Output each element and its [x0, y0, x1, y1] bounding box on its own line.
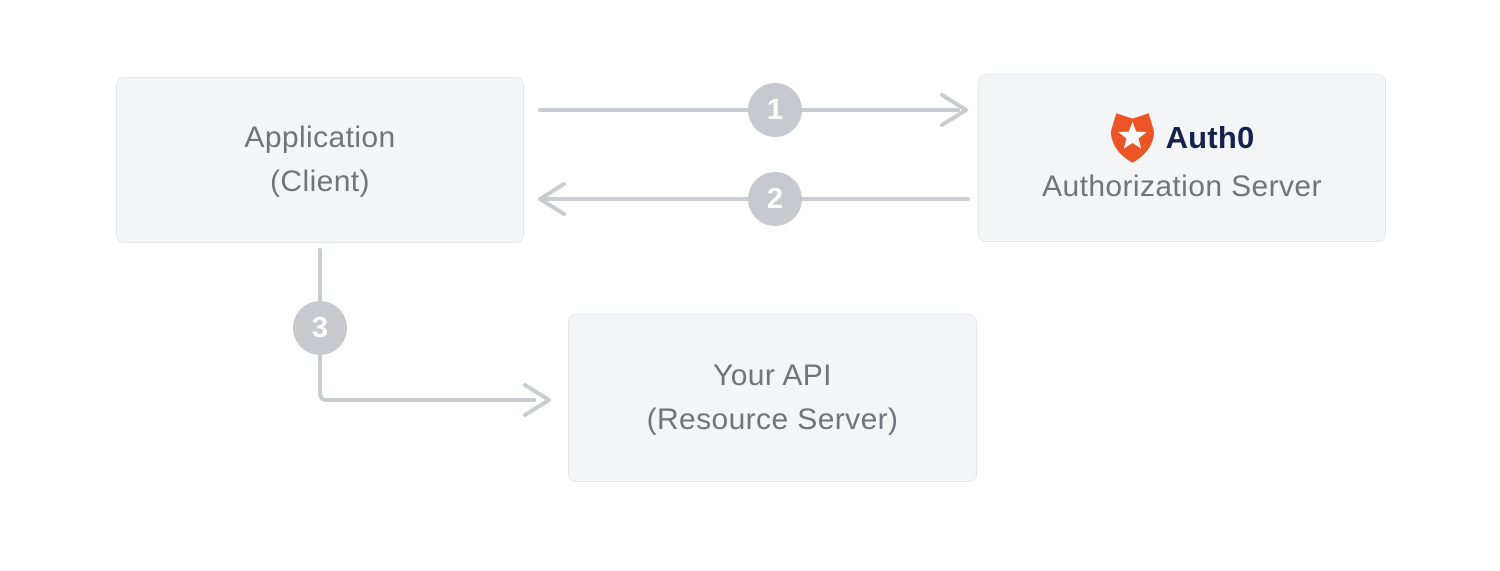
api-box-subtitle: (Resource Server) — [646, 403, 899, 436]
arrow-3-app-to-api — [318, 248, 551, 417]
auth0-shield-icon — [1110, 112, 1154, 163]
api-resource-server-box: Your API (Resource Server) — [568, 314, 977, 482]
step-2-badge: 2 — [748, 172, 802, 226]
application-box-subtitle: (Client) — [270, 165, 370, 198]
auth0-brand-name: Auth0 — [1165, 120, 1255, 155]
step-3-badge: 3 — [293, 301, 347, 355]
authorization-server-label: Authorization Server — [1042, 169, 1322, 203]
step-1-badge: 1 — [748, 83, 802, 137]
auth0-brand-row: Auth0 — [1110, 112, 1255, 163]
application-client-box: Application (Client) — [116, 77, 524, 243]
api-box-title: Your API — [713, 359, 832, 392]
application-box-title: Application — [244, 121, 396, 154]
authorization-server-box: Auth0 Authorization Server — [978, 74, 1386, 242]
